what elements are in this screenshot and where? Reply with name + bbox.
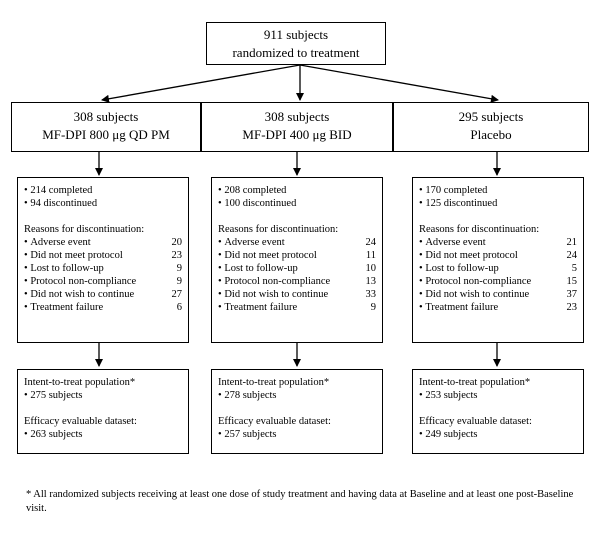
reason-row: Did not wish to continue 37 — [419, 288, 577, 301]
reason-row: Did not meet protocol 11 — [218, 249, 376, 262]
reason-label: Lost to follow-up — [24, 262, 104, 275]
reason-label: Did not wish to continue — [419, 288, 529, 301]
reason-row: Protocol non-compliance 13 — [218, 275, 376, 288]
reason-count: 23 — [566, 302, 578, 313]
reason-row: Did not wish to continue 27 — [24, 288, 182, 301]
reason-count: 9 — [176, 276, 182, 287]
itt-count: 278 subjects — [218, 389, 376, 402]
reason-count: 10 — [365, 263, 377, 274]
reason-row: Lost to follow-up 9 — [24, 262, 182, 275]
itt-title: Intent-to-treat population* — [218, 377, 330, 388]
population-box-arm-2: Intent-to-treat population* 278 subjects… — [211, 369, 383, 454]
arm-name: MF-DPI 400 μg BID — [242, 127, 352, 142]
itt-count: 253 subjects — [419, 389, 577, 402]
itt-title: Intent-to-treat population* — [24, 377, 136, 388]
reason-count: 11 — [365, 250, 376, 261]
footnote: * All randomized subjects receiving at l… — [26, 489, 574, 514]
arm-count: 308 subjects — [264, 109, 330, 124]
reason-label: Treatment failure — [218, 301, 297, 314]
arm-count: 295 subjects — [458, 109, 524, 124]
reason-row: Adverse event 24 — [218, 236, 376, 249]
reason-label: Did not wish to continue — [24, 288, 134, 301]
arm-box-mf-dpi-800: 308 subjects MF-DPI 800 μg QD PM — [11, 102, 201, 152]
reason-row: Did not meet protocol 23 — [24, 249, 182, 262]
efficacy-count: 249 subjects — [419, 428, 577, 441]
reasons-title: Reasons for discontinuation: — [419, 224, 540, 235]
reason-count: 6 — [176, 302, 182, 313]
discontinued-count: 125 discontinued — [419, 197, 577, 210]
reason-row: Adverse event 21 — [419, 236, 577, 249]
population-box-arm-1: Intent-to-treat population* 275 subjects… — [17, 369, 189, 454]
arm-box-mf-dpi-400: 308 subjects MF-DPI 400 μg BID — [201, 102, 393, 152]
reason-count: 23 — [171, 250, 183, 261]
reason-count: 5 — [571, 263, 577, 274]
reason-row: Treatment failure 23 — [419, 301, 577, 314]
randomized-label: randomized to treatment — [232, 45, 360, 60]
reason-row: Did not meet protocol 24 — [419, 249, 577, 262]
reason-label: Protocol non-compliance — [24, 275, 136, 288]
reason-count: 27 — [171, 289, 183, 300]
efficacy-count: 263 subjects — [24, 428, 182, 441]
completed-count: 170 completed — [419, 184, 577, 197]
reason-count: 33 — [365, 289, 377, 300]
reason-label: Lost to follow-up — [218, 262, 298, 275]
reason-label: Did not meet protocol — [218, 249, 316, 262]
reason-row: Protocol non-compliance 9 — [24, 275, 182, 288]
reason-count: 21 — [566, 237, 578, 248]
arrow-top-to-arm-3 — [299, 64, 499, 103]
reason-count: 9 — [176, 263, 182, 274]
reason-label: Protocol non-compliance — [419, 275, 531, 288]
reason-count: 15 — [566, 276, 578, 287]
discontinued-count: 94 discontinued — [24, 197, 182, 210]
arm-name: MF-DPI 800 μg QD PM — [42, 127, 170, 142]
disposition-box-arm-1: 214 completed 94 discontinued Reasons fo… — [17, 177, 189, 343]
randomized-box: 911 subjects randomized to treatment — [206, 22, 386, 65]
arrow-top-to-arm-1 — [101, 64, 301, 103]
reasons-title: Reasons for discontinuation: — [24, 224, 145, 235]
reason-row: Did not wish to continue 33 — [218, 288, 376, 301]
reason-count: 37 — [566, 289, 578, 300]
reason-label: Protocol non-compliance — [218, 275, 330, 288]
reason-label: Adverse event — [419, 236, 485, 249]
reason-row: Treatment failure 6 — [24, 301, 182, 314]
reason-row: Adverse event 20 — [24, 236, 182, 249]
efficacy-title: Efficacy evaluable dataset: — [218, 416, 331, 427]
reason-row: Treatment failure 9 — [218, 301, 376, 314]
reason-count: 20 — [171, 237, 183, 248]
completed-count: 208 completed — [218, 184, 376, 197]
disposition-box-arm-2: 208 completed 100 discontinued Reasons f… — [211, 177, 383, 343]
reasons-title: Reasons for discontinuation: — [218, 224, 339, 235]
reason-count: 13 — [365, 276, 377, 287]
reason-label: Treatment failure — [24, 301, 103, 314]
reason-label: Treatment failure — [419, 301, 498, 314]
reason-label: Did not meet protocol — [419, 249, 517, 262]
reason-row: Lost to follow-up 10 — [218, 262, 376, 275]
reason-count: 9 — [370, 302, 376, 313]
efficacy-title: Efficacy evaluable dataset: — [419, 416, 532, 427]
arm-name: Placebo — [470, 127, 512, 142]
discontinued-count: 100 discontinued — [218, 197, 376, 210]
reason-label: Adverse event — [24, 236, 90, 249]
reason-label: Did not meet protocol — [24, 249, 122, 262]
arm-box-placebo: 295 subjects Placebo — [393, 102, 589, 152]
reason-label: Adverse event — [218, 236, 284, 249]
randomized-count: 911 subjects — [263, 27, 329, 42]
reason-row: Lost to follow-up 5 — [419, 262, 577, 275]
disposition-box-arm-3: 170 completed 125 discontinued Reasons f… — [412, 177, 584, 343]
reason-row: Protocol non-compliance 15 — [419, 275, 577, 288]
arm-count: 308 subjects — [73, 109, 139, 124]
efficacy-count: 257 subjects — [218, 428, 376, 441]
reason-label: Lost to follow-up — [419, 262, 499, 275]
population-box-arm-3: Intent-to-treat population* 253 subjects… — [412, 369, 584, 454]
reason-count: 24 — [365, 237, 377, 248]
completed-count: 214 completed — [24, 184, 182, 197]
itt-count: 275 subjects — [24, 389, 182, 402]
reason-label: Did not wish to continue — [218, 288, 328, 301]
itt-title: Intent-to-treat population* — [419, 377, 531, 388]
efficacy-title: Efficacy evaluable dataset: — [24, 416, 137, 427]
reason-count: 24 — [566, 250, 578, 261]
